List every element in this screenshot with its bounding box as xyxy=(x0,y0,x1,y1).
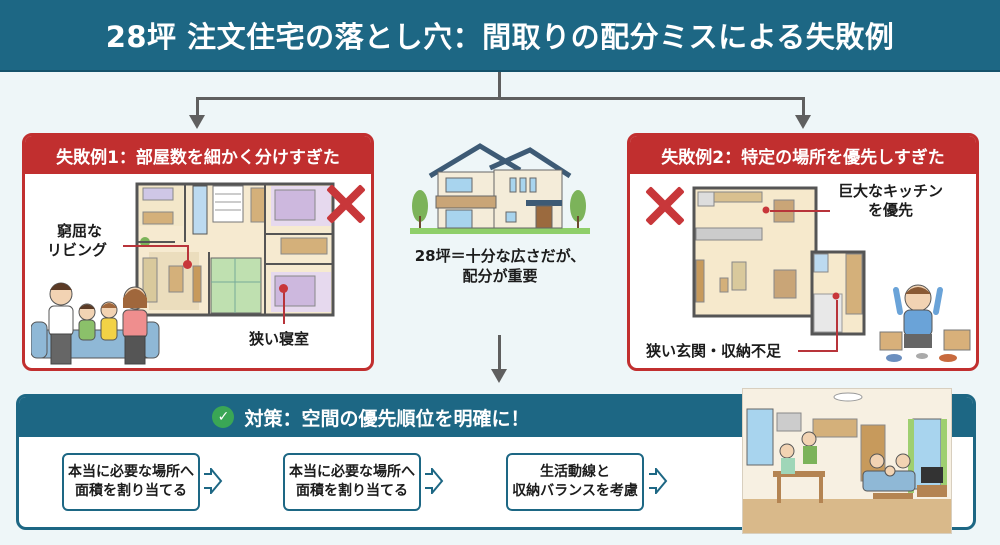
connector-right-drop xyxy=(802,97,805,117)
center-text-line2: 配分が重要 xyxy=(462,267,538,286)
arrow-right-icon xyxy=(649,468,668,494)
connector-vertical-top xyxy=(498,72,501,99)
callout-narrow-entrance: 狭い玄関・収納不足 xyxy=(646,342,782,360)
center-text-line1: 28坪＝十分な広さだが、 xyxy=(414,247,586,265)
solution-step-3: 生活動線と 収納バランスを考慮 xyxy=(506,453,644,511)
connector-center-down xyxy=(498,335,501,371)
callout-line xyxy=(283,289,285,324)
failure-example-2-card: 失敗例2：特定の場所を優先しすぎた 巨大なキッチン を優先 xyxy=(627,133,979,371)
family-on-sofa-illustration xyxy=(31,282,160,365)
house-illustration xyxy=(410,143,590,234)
connector-horizontal xyxy=(196,97,805,100)
entrance-storage-illustration xyxy=(810,250,866,336)
callout-line xyxy=(123,245,187,247)
center-house-section: 28坪＝十分な広さだが、 配分が重要 xyxy=(395,140,605,287)
callout-giant-kitchen: 巨大なキッチン を優先 xyxy=(838,182,944,219)
callout-narrow-bedroom: 狭い寝室 xyxy=(249,330,310,348)
failure-1-header: 失敗例1：部屋数を細かく分けすぎた xyxy=(25,136,371,174)
failure-example-1-card: 失敗例1：部屋数を細かく分けすぎた xyxy=(22,133,374,371)
failure-2-header: 失敗例2：特定の場所を優先しすぎた xyxy=(630,136,976,174)
connector-left-drop xyxy=(196,97,199,117)
solution-step-1: 本当に必要な場所へ 面積を割り当てる xyxy=(62,453,200,511)
arrow-down-icon xyxy=(795,115,811,129)
callout-line xyxy=(187,245,189,263)
solution-step-2: 本当に必要な場所へ 面積を割り当てる xyxy=(283,453,421,511)
callout-line xyxy=(770,210,830,212)
floorplan-cramped-illustration xyxy=(135,182,335,317)
callout-line xyxy=(798,350,838,352)
solution-header: 対策：空間の優先順位を明確に！ xyxy=(244,407,530,430)
arrow-down-icon xyxy=(491,369,507,383)
troubled-person-illustration xyxy=(879,284,971,362)
page-title: 28坪 注文住宅の落とし穴：間取りの配分ミスによる失敗例 xyxy=(0,0,1000,72)
arrow-right-icon xyxy=(425,468,444,494)
callout-cramped-living: 窮屈な リビング xyxy=(47,222,108,259)
arrow-right-icon xyxy=(204,468,223,494)
arrow-down-icon xyxy=(189,115,205,129)
x-mark-icon xyxy=(644,186,684,226)
x-mark-icon xyxy=(325,184,365,224)
family-living-room-illustration xyxy=(742,388,952,534)
check-circle-icon: ✓ xyxy=(212,406,235,428)
callout-dot xyxy=(183,260,192,269)
callout-dot xyxy=(279,284,288,293)
callout-line xyxy=(836,300,838,352)
